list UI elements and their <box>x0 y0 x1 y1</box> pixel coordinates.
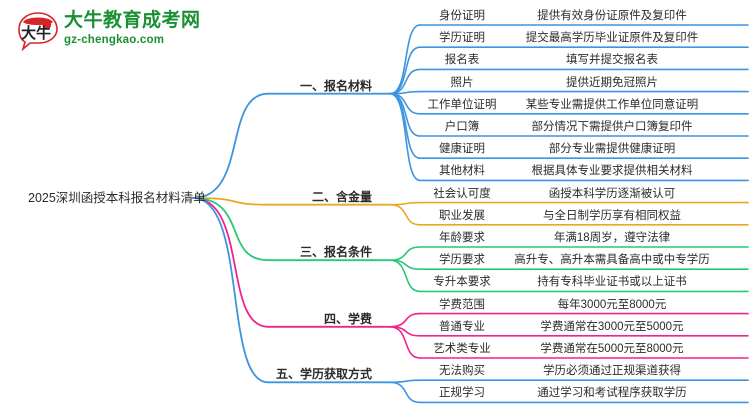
sub-label-3-3[interactable]: 专升本要求 <box>433 276 491 289</box>
sub-label-1-6[interactable]: 户口簿 <box>444 121 480 133</box>
branch-connector <box>192 197 269 262</box>
leaf-desc-1-1: 提供有效身份证原件及复印件 <box>537 10 687 22</box>
leaf-connector <box>389 259 421 293</box>
leaf-connector <box>389 92 421 182</box>
sub-label-1-3[interactable]: 报名表 <box>444 54 480 67</box>
sub-label-2-2[interactable]: 职业发展 <box>439 209 485 222</box>
branch-label-3[interactable]: 三、报名条件 <box>299 245 372 260</box>
sub-label-3-1[interactable]: 年龄要求 <box>439 232 485 244</box>
leaf-desc-2-2: 与全日制学历享有相同权益 <box>543 209 681 222</box>
leaf-connector <box>389 381 421 404</box>
branch-connector <box>192 197 269 206</box>
leaf-desc-1-6: 部分情况下需提供户口簿复印件 <box>531 121 693 133</box>
logo-title: 大牛教育成考网 <box>64 10 201 31</box>
leaf-desc-4-1: 每年3000元至8000元 <box>557 298 667 311</box>
sub-label-4-3[interactable]: 艺术类专业 <box>433 343 491 355</box>
site-logo: 大牛 大牛教育成考网 gz-chengkao.com <box>16 8 206 56</box>
leaf-desc-3-1: 年满18周岁，遵守法律 <box>553 232 671 244</box>
sub-label-1-8[interactable]: 其他材料 <box>439 165 485 178</box>
leaf-desc-1-7: 部分专业需提供健康证明 <box>548 143 676 156</box>
sub-label-2-1[interactable]: 社会认可度 <box>433 187 491 200</box>
logo-url: gz-chengkao.com <box>64 34 165 46</box>
leaf-connector <box>389 326 421 359</box>
mindmap-root-label: 2025深圳函授本科报名材料清单 <box>28 191 206 205</box>
leaf-desc-1-3: 填写并提交报名表 <box>566 54 658 67</box>
sub-label-1-1[interactable]: 身份证明 <box>439 10 485 22</box>
sub-label-4-2[interactable]: 普通专业 <box>439 320 485 333</box>
branch-label-5[interactable]: 五、学历获取方式 <box>275 367 372 382</box>
branch-connector <box>192 197 269 384</box>
leaf-desc-4-3: 学费通常在5000元至8000元 <box>540 343 684 355</box>
branch-label-4[interactable]: 四、学费 <box>323 311 372 326</box>
leaf-desc-5-1: 学历必须通过正规渠道获得 <box>543 365 681 378</box>
branch-connector <box>192 92 269 199</box>
sub-label-1-5[interactable]: 工作单位证明 <box>427 98 497 111</box>
branch-label-2[interactable]: 二、含金量 <box>311 189 372 204</box>
sub-label-4-1[interactable]: 学费范围 <box>439 298 485 311</box>
leaf-desc-1-2: 提交最高学历毕业证原件及复印件 <box>525 32 699 45</box>
leaf-desc-2-1: 函授本科学历逐渐被认可 <box>548 187 676 200</box>
sub-label-1-2[interactable]: 学历证明 <box>439 32 485 45</box>
branch-connector <box>192 197 269 328</box>
sub-label-1-7[interactable]: 健康证明 <box>439 143 485 156</box>
sub-label-5-2[interactable]: 正规学习 <box>439 387 485 400</box>
sub-label-5-1[interactable]: 无法购买 <box>439 365 485 378</box>
leaf-desc-1-8: 根据具体专业要求提供相关材料 <box>531 165 693 178</box>
sub-label-1-4[interactable]: 照片 <box>450 76 474 89</box>
leaf-connector <box>389 203 421 226</box>
leaf-desc-3-2: 高升专、高升本需具备高中或中专学历 <box>514 254 710 267</box>
daniu-logo-icon: 大牛 <box>18 12 58 52</box>
leaf-desc-3-3: 持有专科毕业证书或以上证书 <box>537 276 687 289</box>
leaf-desc-4-2: 学费通常在3000元至5000元 <box>540 320 684 333</box>
svg-text:大牛: 大牛 <box>21 24 51 42</box>
leaf-desc-5-2: 通过学习和考试程序获取学历 <box>537 387 687 400</box>
branch-label-1[interactable]: 一、报名材料 <box>299 78 372 93</box>
leaf-desc-1-4: 提供近期免冠照片 <box>566 76 658 89</box>
sub-label-3-2[interactable]: 学历要求 <box>439 254 485 267</box>
leaf-desc-1-5: 某些专业需提供工作单位同意证明 <box>525 98 699 111</box>
